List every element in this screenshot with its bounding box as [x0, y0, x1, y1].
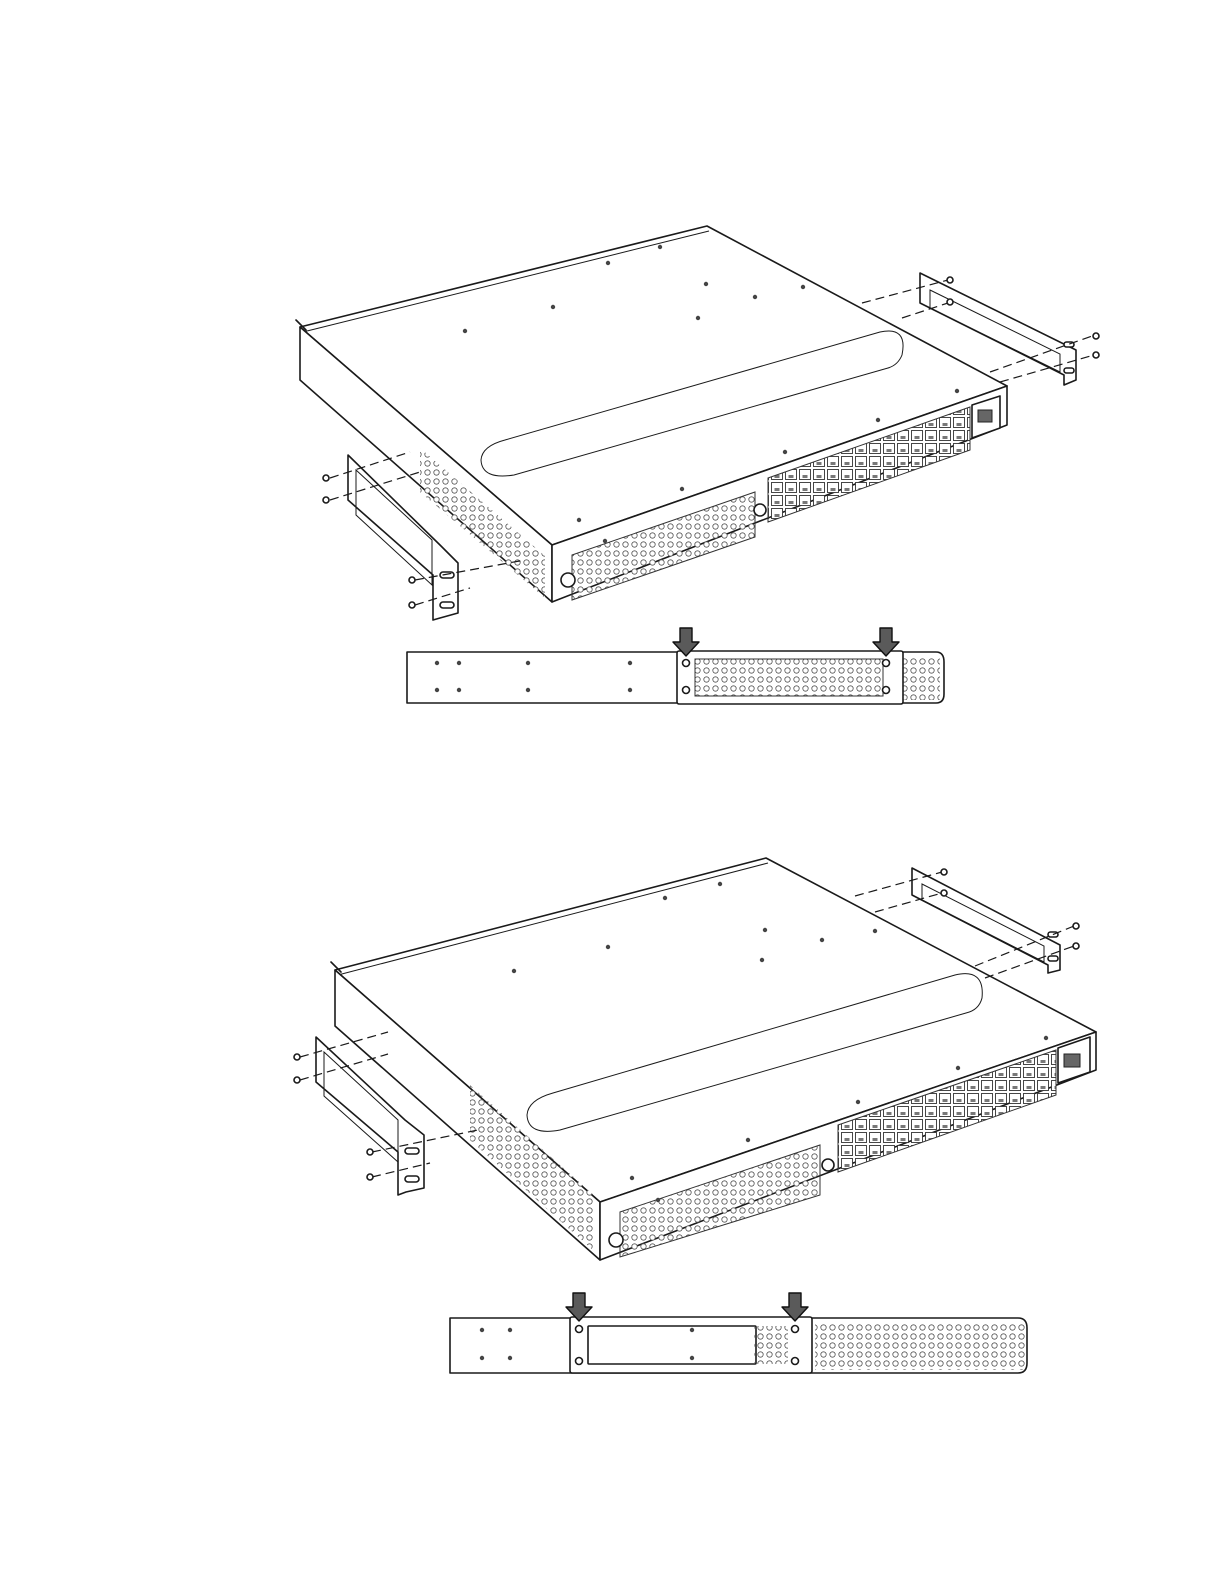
side-view-b — [450, 1293, 1027, 1373]
side-view-a — [407, 628, 944, 704]
figure-b — [294, 858, 1096, 1373]
